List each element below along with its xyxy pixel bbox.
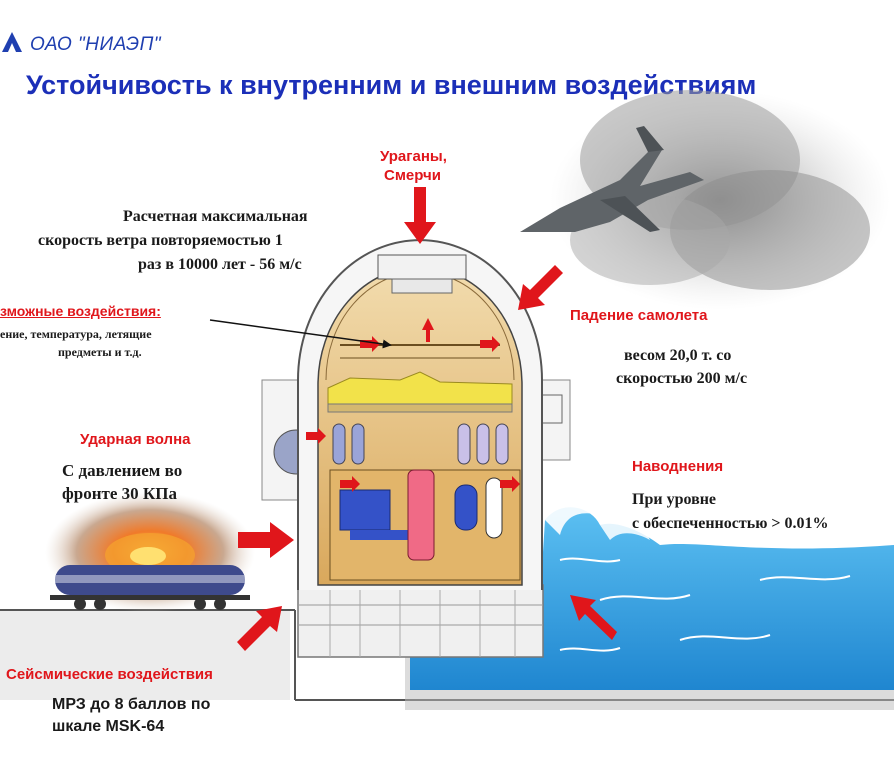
rail-tank-icon <box>50 565 250 610</box>
shock-wave-line-2: фронте 30 КПа <box>62 484 177 503</box>
airplane-icon <box>520 126 704 232</box>
flood-line-2: с обеспеченностью > 0.01% <box>632 515 829 532</box>
shock-wave-line-1: С давлением во <box>62 461 183 480</box>
company-name: ОАО "НИАЭП" <box>30 34 162 55</box>
seismic-line-1: МРЗ до 8 баллов по <box>52 696 211 713</box>
reactor-building <box>261 239 571 658</box>
seismic-heading: Сейсмические воздействия <box>6 666 213 683</box>
flood-line-1: При уровне <box>632 491 717 508</box>
aircraft-line-2: скоростью 200 м/с <box>616 370 748 387</box>
flood-heading: Наводнения <box>632 458 724 475</box>
hurricanes-heading-2: Смерчи <box>384 167 441 184</box>
shock-wave-heading: Ударная волна <box>80 431 191 448</box>
possible-impacts-line-1: ение, температура, летящие <box>0 327 152 341</box>
aircraft-heading: Падение самолета <box>570 307 708 324</box>
wind-line-3: раз в 10000 лет - 56 м/с <box>138 256 302 273</box>
aircraft-line-1: весом 20,0 т. со <box>624 347 732 364</box>
possible-impacts-heading: зможные воздействия: <box>0 303 161 319</box>
page-title: Устойчивость к внутренним и внешним возд… <box>26 70 757 100</box>
possible-impacts-line-2: предметы и т.д. <box>58 345 142 359</box>
wind-line-2: скорость ветра повторяемостью 1 <box>38 232 283 249</box>
impact-arrows <box>237 187 617 651</box>
logo-triangle-icon <box>2 32 22 52</box>
seismic-line-2: шкале MSK-64 <box>52 718 165 735</box>
pointer-line <box>209 319 392 349</box>
hurricanes-heading-1: Ураганы, <box>380 148 447 165</box>
storm-cloud <box>550 90 890 310</box>
wind-line-1: Расчетная максимальная <box>123 208 308 225</box>
